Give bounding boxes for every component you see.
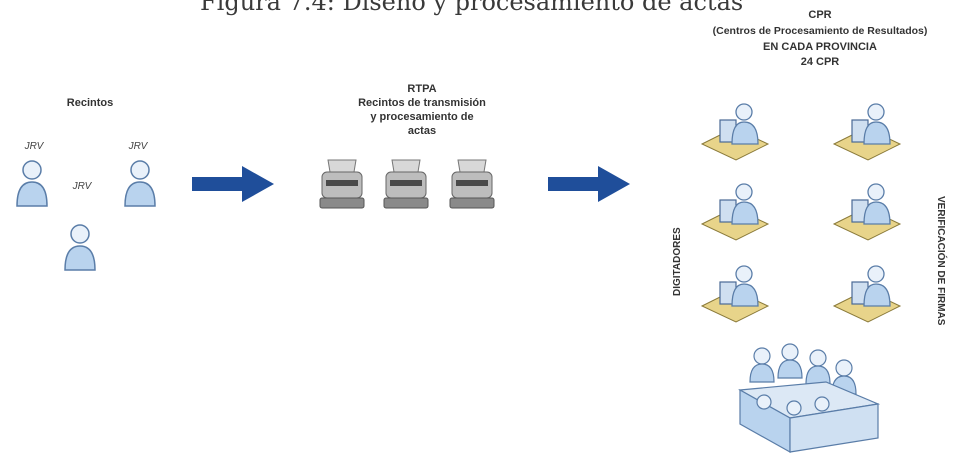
rtpa-title: RTPA <box>407 83 437 95</box>
rtpa-line-2: Recintos de transmisión <box>358 97 486 109</box>
workstation-icon-4 <box>832 183 902 241</box>
workstation-icon-6 <box>832 265 902 323</box>
flow-arrow-1 <box>192 166 274 202</box>
workstation-icon-3 <box>700 183 770 241</box>
scanner-icon-3 <box>449 159 495 209</box>
jrv-person-icon-2 <box>124 160 156 207</box>
jrv-label-2: JRV <box>72 181 92 192</box>
rtpa-line-3: y procesamiento de <box>370 111 474 123</box>
flow-arrow-2 <box>548 166 630 202</box>
meeting-group-icon <box>738 343 881 454</box>
cpr-line-3: EN CADA PROVINCIA <box>763 41 877 53</box>
jrv-person-icon-3 <box>64 224 96 271</box>
page-title: Figura 7.4: Diseño y procesamiento de ac… <box>200 0 744 16</box>
workstation-icon-1 <box>700 103 770 161</box>
jrv-label-1: JRV <box>24 141 44 152</box>
jrv-label-3: JRV <box>128 141 148 152</box>
digitadores-label: DIGITADORES <box>672 227 683 296</box>
jrv-person-icon-1 <box>16 160 48 207</box>
cpr-line-4: 24 CPR <box>800 56 840 68</box>
scanner-icon-1 <box>319 159 365 209</box>
workstation-icon-2 <box>832 103 902 161</box>
verificacion-label: VERIFICACIÓN DE FIRMAS <box>935 196 946 326</box>
cpr-title: CPR <box>808 9 832 21</box>
cpr-line-2: (Centros de Procesamiento de Resultados) <box>712 25 928 37</box>
workstation-icon-5 <box>700 265 770 323</box>
rtpa-line-4: actas <box>407 125 437 137</box>
recintos-title: Recintos <box>66 97 114 109</box>
scanner-icon-2 <box>383 159 429 209</box>
